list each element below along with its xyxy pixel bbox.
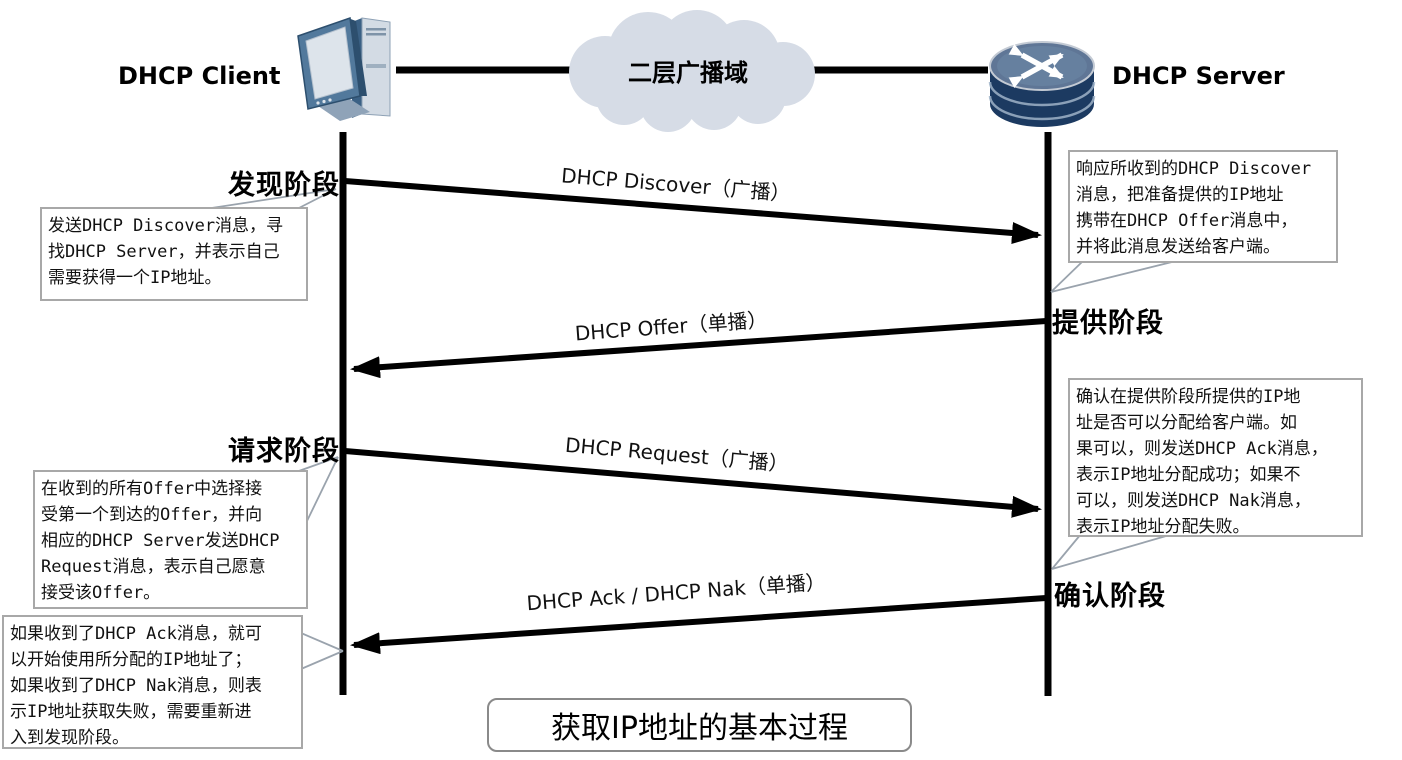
phase-ack-label: 确认阶段	[1054, 581, 1166, 612]
callout-pointer	[295, 456, 339, 522]
router-arrows-glyph	[1008, 43, 1064, 89]
phase-request-label: 请求阶段	[228, 436, 340, 467]
diagram-title: 获取IP地址的基本过程	[487, 698, 912, 752]
dhcp-ack-nak-arrow	[350, 595, 1047, 655]
callout-pointer	[204, 188, 337, 210]
dhcp-offer-arrow	[350, 318, 1047, 379]
phase-discovery-label: 发现阶段	[228, 170, 340, 201]
callout-ack-client: 如果收到了DHCP Ack消息，就可 以开始使用所分配的IP地址了； 如果收到了…	[2, 615, 303, 749]
client-label: DHCP Client	[118, 62, 281, 90]
callout-offer-server: 响应所收到的DHCP Discover 消息，把准备提供的IP地址 携带在DHC…	[1068, 150, 1338, 263]
server-label: DHCP Server	[1112, 62, 1285, 90]
client-computer-icon	[297, 16, 391, 121]
callout-pointer	[1051, 533, 1174, 570]
phase-offer-label: 提供阶段	[1052, 308, 1164, 339]
callout-ack-server: 确认在提供阶段所提供的IP地 址是否可以分配给客户端。如 果可以，则发送DHCP…	[1068, 378, 1363, 537]
broadcast-domain-label: 二层广播域	[628, 59, 748, 87]
callout-request-client: 在收到的所有Offer中选择接 受第一个到达的Offer，并向 相应的DHCP …	[33, 470, 308, 609]
dhcp-discover-arrow	[344, 178, 1042, 244]
callout-pointers	[204, 188, 1177, 670]
broadcast-domain-cloud	[569, 10, 815, 132]
dhcp-request-arrow	[344, 448, 1042, 518]
callout-discover-client: 发送DHCP Discover消息，寻 找DHCP Server，并表示自己 需…	[40, 207, 308, 301]
callout-pointer	[1050, 260, 1177, 293]
callout-pointer	[300, 632, 344, 670]
server-router-icon	[988, 41, 1096, 127]
